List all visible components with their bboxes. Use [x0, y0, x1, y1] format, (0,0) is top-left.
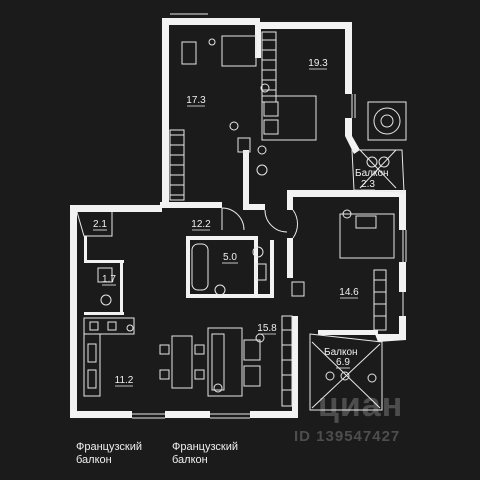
balcony-bottom	[309, 333, 383, 411]
area-bathroom: 5.0	[223, 252, 237, 263]
room-labels: 17.3 19.3 12.2 2.1 5.0 1.7 14.6 15.8 11.…	[93, 58, 389, 387]
balcony-right	[351, 101, 407, 193]
area-toilet: 1.7	[102, 274, 116, 285]
french-balcony-caption-1: Французский балкон	[76, 441, 142, 467]
watermark-listing-id: ID 139547427	[294, 428, 401, 445]
exterior-walls	[70, 18, 406, 418]
area-bedroom-right: 14.6	[339, 287, 359, 298]
area-bedroom-top-right: 19.3	[308, 58, 328, 69]
furniture	[87, 35, 395, 397]
area-balcony-right: 2.3	[361, 179, 375, 190]
balcony-right-label: Балкон	[355, 168, 389, 179]
area-balcony-bottom: 6.9	[336, 357, 350, 368]
area-storage: 2.1	[93, 219, 107, 230]
french-balcony-caption-2: Французский балкон	[172, 441, 238, 467]
watermark-logo: циан	[318, 386, 404, 424]
french-balcony-caption-2-line2: балкон	[172, 454, 208, 466]
area-hall: 12.2	[191, 219, 211, 230]
interior-lines	[76, 13, 407, 419]
area-kitchen: 11.2	[115, 375, 134, 386]
area-living-room: 15.8	[257, 323, 277, 334]
balcony-bottom-label: Балкон	[324, 347, 358, 358]
area-bedroom-left: 17.3	[186, 95, 206, 106]
french-balcony-caption-1-line2: балкон	[76, 454, 112, 466]
french-balcony-caption-2-line1: Французский	[172, 441, 238, 453]
french-balcony-caption-1-line1: Французский	[76, 441, 142, 453]
